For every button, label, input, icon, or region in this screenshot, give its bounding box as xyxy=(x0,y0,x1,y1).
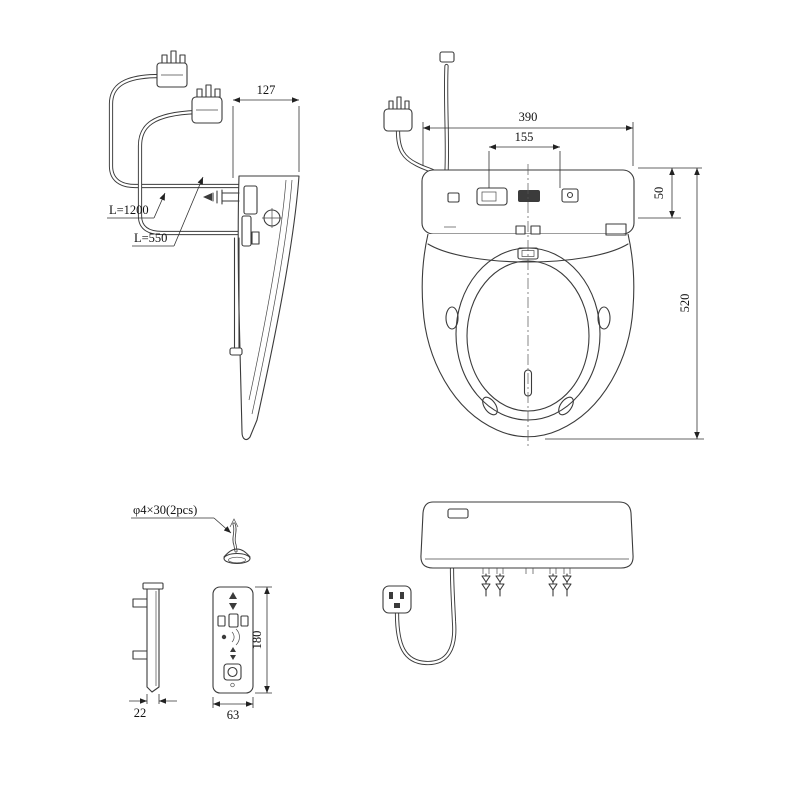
dim-180-label: 180 xyxy=(250,631,264,650)
rear-view-assembly xyxy=(382,501,634,666)
remote-side-cap xyxy=(142,582,164,590)
dimension-520: 520 xyxy=(545,168,704,440)
water-hose xyxy=(108,73,243,189)
dimension-127: 127 xyxy=(232,83,300,178)
hose-end-fitting xyxy=(439,51,455,63)
hose-connector xyxy=(156,50,188,88)
remote-side-view: 22 xyxy=(129,582,177,720)
hose-length-callout: L=1200 xyxy=(107,192,166,219)
dimension-63: 63 xyxy=(212,697,254,722)
screw-drawing xyxy=(223,518,251,565)
power-cord-rear xyxy=(394,566,457,666)
hose-length-label: L=1200 xyxy=(109,203,149,217)
power-cord-top xyxy=(395,128,441,177)
fitting xyxy=(495,568,505,597)
bumper-left xyxy=(445,306,459,330)
hose-fittings xyxy=(481,568,572,597)
remote-body xyxy=(212,586,254,694)
mount-hooks xyxy=(132,598,148,660)
bumper-right xyxy=(597,306,611,330)
rear-vent xyxy=(447,508,469,519)
water-hose-top xyxy=(439,51,455,175)
seat-side-profile xyxy=(229,175,300,441)
cord-length-label: L=550 xyxy=(134,231,167,245)
dimension-50: 50 xyxy=(638,167,702,219)
bumper-bottom-left xyxy=(482,396,498,416)
mounting-screw-part: φ4×30(2pcs) xyxy=(131,503,251,565)
power-plug-side xyxy=(191,84,223,124)
fitting xyxy=(562,568,572,597)
dim-63-label: 63 xyxy=(227,708,240,722)
power-plug-rear xyxy=(382,585,412,614)
cord-length-callout: L=550 xyxy=(132,176,204,247)
dim-155-label: 155 xyxy=(515,130,534,144)
dim-390-label: 390 xyxy=(519,110,538,124)
fitting xyxy=(481,568,491,597)
water-inlet-fitting xyxy=(203,189,240,205)
screw-spec-label: φ4×30(2pcs) xyxy=(133,503,197,517)
dim-50-label: 50 xyxy=(652,187,666,200)
unit-top-details xyxy=(444,187,627,236)
dim-127-label: 127 xyxy=(257,83,276,97)
dimension-180: 180 xyxy=(250,586,272,694)
dim-22-label: 22 xyxy=(134,706,147,720)
power-cord-side xyxy=(137,109,243,236)
unit-body-rear xyxy=(420,501,634,569)
dimension-155: 155 xyxy=(488,130,561,188)
hinge-mechanism xyxy=(241,185,282,247)
side-view-assembly: 127 L=1200 L=550 xyxy=(107,50,300,441)
remote-buttons xyxy=(217,592,249,688)
remote-front-view: 180 63 xyxy=(212,586,272,722)
bumper-bottom-right xyxy=(558,396,574,416)
dim-520-label: 520 xyxy=(678,294,692,313)
dimension-22: 22 xyxy=(129,694,177,720)
dimension-390: 390 xyxy=(422,110,634,166)
fitting xyxy=(548,568,558,597)
power-plug-top xyxy=(383,96,413,132)
top-view-assembly: 390 155 50 520 xyxy=(383,51,704,448)
